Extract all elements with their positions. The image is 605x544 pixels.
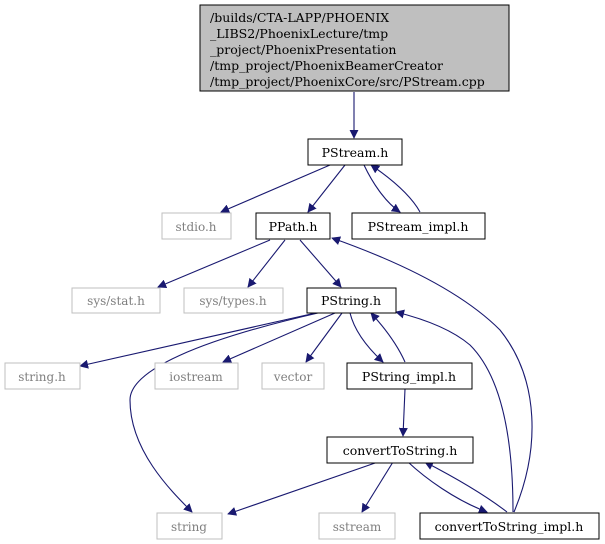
node-label: PPath.h [269, 219, 318, 234]
edge-converttostring-impl-h-to-converttostring-h [424, 461, 508, 513]
node-label: sys/stat.h [87, 294, 145, 308]
edge-pstream-h-to-ppath-h [307, 164, 346, 213]
root-label-line-5: /tmp_project/PhoenixCore/src/PStream.cpp [210, 74, 485, 89]
root-label-line-2: _LIBS2/PhoenixLecture/tmp [210, 26, 388, 41]
edge-converttostring-impl-h-to-ppath-h [331, 236, 533, 513]
node-pstream-impl-h[interactable]: PStream_impl.h [351, 212, 486, 240]
node-pstring-impl-h[interactable]: PString_impl.h [346, 362, 473, 390]
node-stdio-h: stdio.h [161, 212, 232, 240]
node-label: PString.h [321, 293, 381, 308]
root-label-line-1: /builds/CTA-LAPP/PHOENIX [210, 10, 389, 25]
node-sys-stat-h: sys/stat.h [71, 287, 161, 314]
edge-converttostring-impl-h-to-pstring-h [395, 309, 514, 513]
node-string-h: string.h [4, 362, 81, 390]
node-label: PStream.h [322, 145, 389, 160]
node-label: PString_impl.h [362, 369, 456, 384]
node-string: string [156, 512, 223, 540]
node-label: sstream [333, 520, 382, 534]
root-label-line-4: /tmp_project/PhoenixBeamerCreator [210, 58, 443, 73]
edge-converttostring-h-to-converttostring-impl-h [407, 461, 488, 514]
edge-pstring-h-to-pstring-impl-h [349, 312, 384, 363]
edge-ppath-h-to-sys-types-h [247, 239, 286, 288]
node-label: iostream [169, 370, 223, 384]
root-label-line-3: _project/PhoenixPresentation [210, 42, 396, 57]
edge-pstring-impl-h-to-pstring-h [370, 312, 406, 363]
edge-converttostring-h-to-sstream [361, 461, 394, 513]
edge-pstream-h-to-stdio-h [220, 164, 331, 213]
node-label: string.h [18, 370, 66, 384]
node-root-pstream-cpp: /builds/CTA-LAPP/PHOENIX _LIBS2/PhoenixL… [199, 4, 510, 92]
edge-pstring-h-to-string-h [79, 311, 321, 369]
edge-pstring-h-to-string [129, 312, 319, 513]
edge-ppath-h-to-sys-stat-h [157, 239, 271, 289]
edges [79, 92, 533, 516]
node-vector: vector [261, 362, 325, 390]
node-label: string [171, 520, 207, 534]
edge-pstream-h-to-pstream-impl-h [363, 164, 401, 213]
node-label: vector [273, 370, 313, 384]
node-sstream: sstream [318, 512, 396, 540]
node-pstream-h[interactable]: PStream.h [307, 138, 403, 166]
node-label: PStream_impl.h [368, 219, 469, 234]
node-converttostring-h[interactable]: convertToString.h [326, 436, 474, 464]
edge-pstring-impl-h-to-converttostring-h [398, 388, 408, 437]
node-label: stdio.h [175, 220, 216, 234]
edge-pstring-h-to-iostream [222, 312, 336, 363]
node-iostream: iostream [154, 362, 239, 390]
edge-converttostring-h-to-string [227, 461, 379, 516]
edge-pstring-h-to-vector [305, 312, 343, 363]
node-label: sys/types.h [199, 294, 266, 308]
node-pstring-h[interactable]: PString.h [306, 287, 397, 314]
node-ppath-h[interactable]: PPath.h [255, 212, 331, 240]
node-converttostring-impl-h[interactable]: convertToString_impl.h [419, 512, 600, 540]
node-label: convertToString_impl.h [435, 519, 584, 534]
node-sys-types-h: sys/types.h [183, 287, 284, 314]
edge-pstream-impl-h-to-pstream-h [370, 164, 421, 213]
node-label: convertToString.h [343, 443, 458, 458]
edge-ppath-h-to-pstring-h [299, 239, 342, 288]
